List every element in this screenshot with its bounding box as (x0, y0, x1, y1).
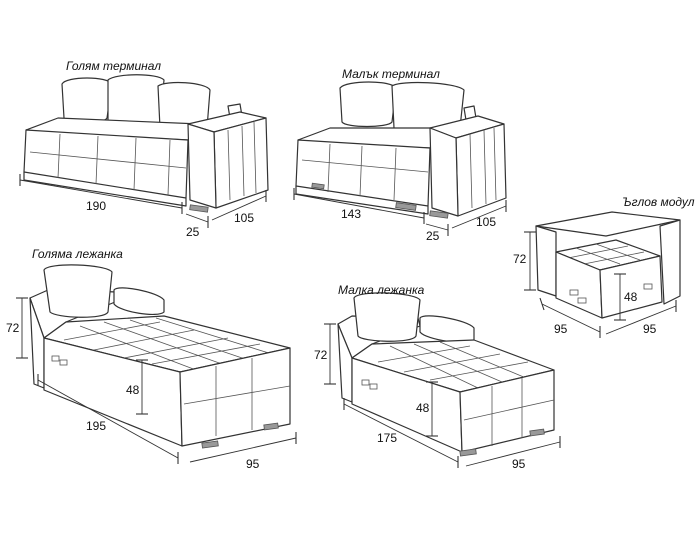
large-chaise-drawing (16, 264, 297, 464)
corner-module-height: 72 (513, 252, 527, 266)
large-chaise-label: Голяма лежанка (32, 247, 123, 261)
large-terminal-arm-width: 25 (186, 225, 200, 239)
small-terminal-label: Малък терминал (342, 67, 440, 81)
small-chaise-height: 72 (314, 348, 328, 362)
large-chaise-height: 72 (6, 321, 20, 335)
small-terminal-width: 143 (341, 207, 361, 221)
small-chaise-length: 175 (377, 431, 397, 445)
large-chaise-width: 95 (246, 457, 260, 471)
corner-module-depth: 95 (643, 322, 657, 336)
corner-module-drawing (524, 211, 681, 338)
small-terminal-drawing (293, 81, 507, 236)
large-terminal-label: Голям терминал (66, 59, 161, 73)
small-terminal-arm-width: 25 (426, 229, 440, 243)
small-terminal-depth: 105 (476, 215, 496, 229)
corner-module-label: Ъглов модул (622, 195, 695, 209)
large-terminal-depth: 105 (234, 211, 254, 225)
small-chaise-width: 95 (512, 457, 526, 471)
large-terminal-drawing (19, 74, 269, 228)
corner-module-seat-height: 48 (624, 290, 638, 304)
small-chaise-label: Малка лежанка (338, 283, 425, 297)
small-chaise-seat-height: 48 (416, 401, 430, 415)
large-chaise-length: 195 (86, 419, 106, 433)
large-terminal-width: 190 (86, 199, 106, 213)
corner-module-width: 95 (554, 322, 568, 336)
small-chaise-drawing (324, 292, 561, 468)
large-chaise-seat-height: 48 (126, 383, 140, 397)
